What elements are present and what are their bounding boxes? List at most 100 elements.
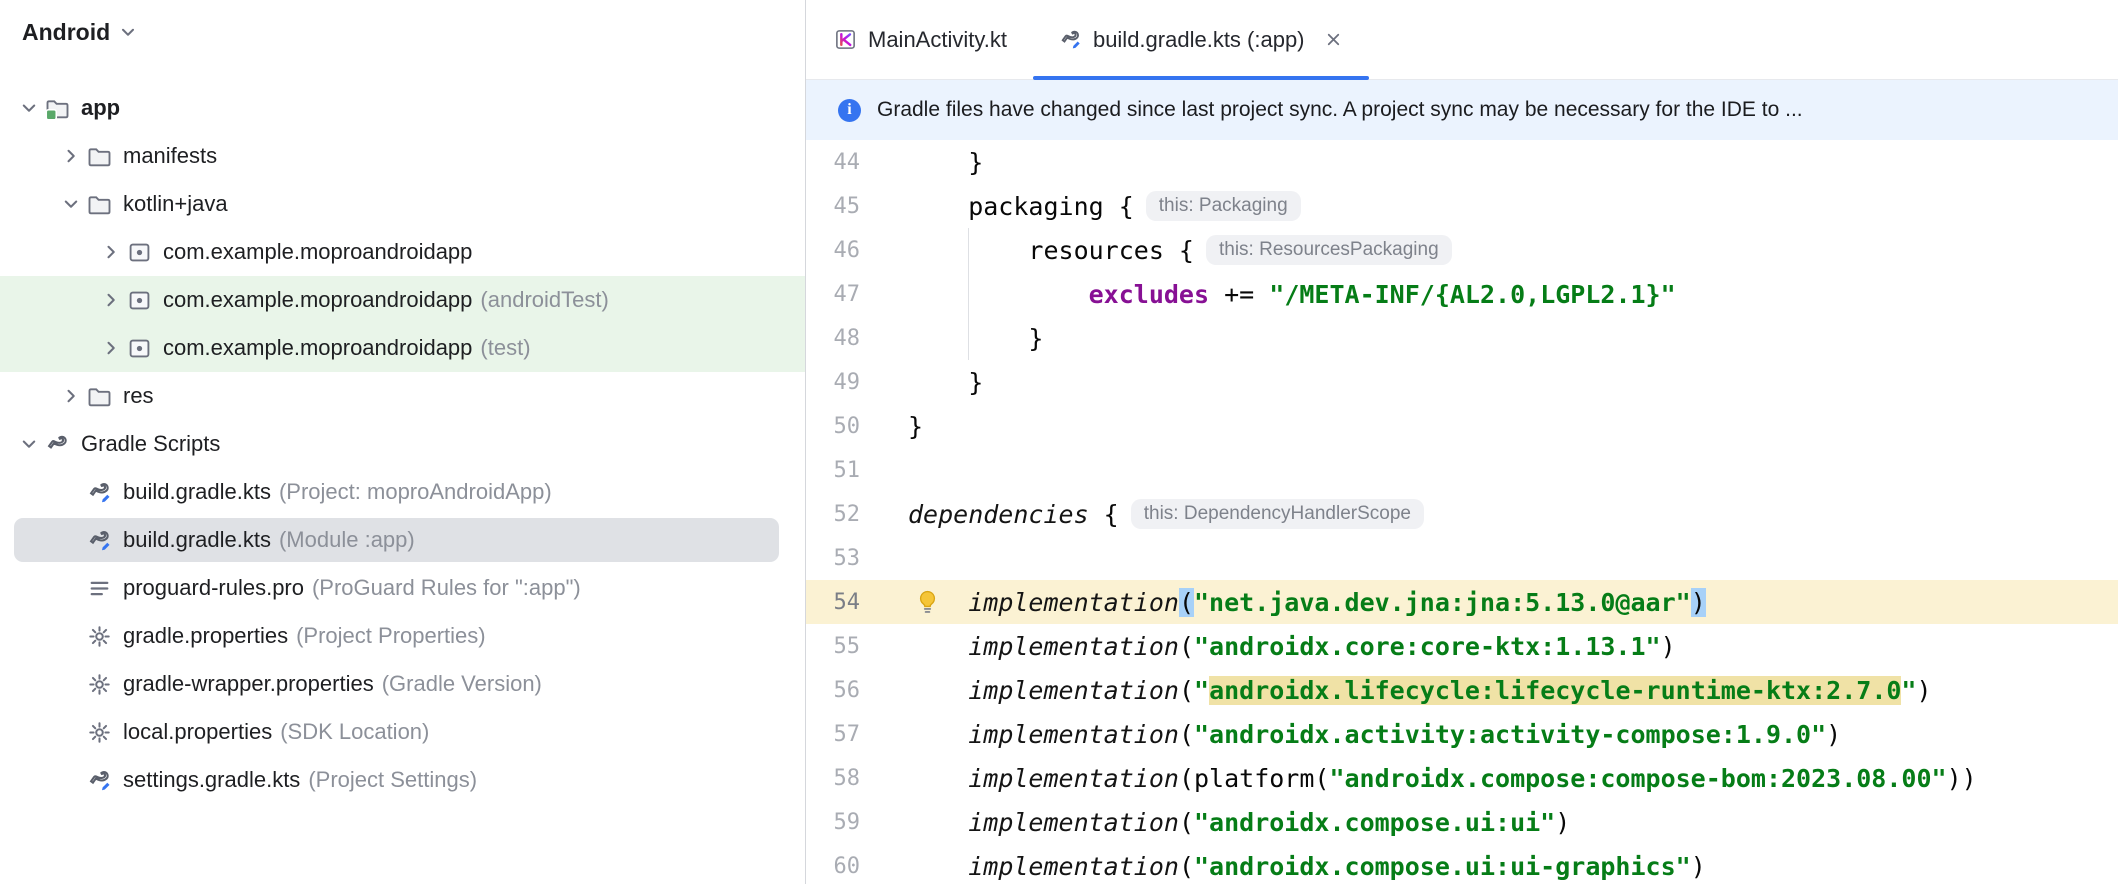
code-text: resources { — [908, 235, 1194, 265]
tree-item-manifests[interactable]: manifests — [0, 132, 805, 180]
package-icon — [126, 239, 153, 265]
line-number: 57 — [833, 721, 861, 747]
line-number: 55 — [833, 633, 861, 659]
tree-item-res[interactable]: res — [0, 372, 805, 420]
code-text: implementation(platform("androidx.compos… — [968, 763, 1977, 793]
code-line-59[interactable]: 59 implementation("androidx.compose.ui:u… — [806, 800, 2118, 844]
code-line-56[interactable]: 56 implementation("androidx.lifecycle:li… — [806, 668, 2118, 712]
tree-item-proguard-rules-pro-proguard-rules-for-app[interactable]: proguard-rules.pro(ProGuard Rules for ":… — [0, 564, 805, 612]
code-text: excludes += "/META-INF/{AL2.0,LGPL2.1}" — [1088, 279, 1676, 309]
tree-item-label: manifests — [123, 143, 218, 168]
chevron-down-icon[interactable] — [14, 96, 44, 120]
tab-mainactivity-kt[interactable]: MainActivity.kt — [808, 0, 1033, 79]
tree-item-com-example-moproandroidapp-androidtest[interactable]: com.example.moproandroidapp(androidTest) — [0, 276, 805, 324]
tree-item-settings-gradle-kts-project-settings[interactable]: settings.gradle.kts (Project Settings) — [0, 756, 805, 804]
chevron-right-icon[interactable] — [96, 240, 126, 264]
code-text: } — [908, 147, 984, 177]
tree-item-suffix: (Project Settings) — [308, 767, 478, 792]
line-number: 56 — [833, 677, 861, 703]
chevron-spacer — [56, 624, 86, 648]
tab-label: MainActivity.kt — [868, 26, 1007, 52]
tree-item-gradle-wrapper-properties-gradle-version[interactable]: gradle-wrapper.properties(Gradle Version… — [0, 660, 805, 708]
text-file-icon — [86, 575, 113, 601]
code-line-53[interactable]: 53 — [806, 536, 2118, 580]
tree-item-local-properties-sdk-location[interactable]: local.properties(SDK Location) — [0, 708, 805, 756]
tree-item-suffix: (test) — [480, 335, 531, 360]
package-icon — [126, 335, 153, 361]
chevron-spacer — [56, 720, 86, 744]
line-number: 54 — [833, 589, 861, 615]
tree-item-label: com.example.moproandroidapp — [163, 287, 473, 312]
tab-build-gradle-kts-app[interactable]: build.gradle.kts (:app) — [1032, 0, 1369, 80]
intention-bulb-icon[interactable] — [914, 589, 941, 616]
tree-item-build-gradle-kts-module-app[interactable]: build.gradle.kts(Module :app) — [0, 516, 805, 564]
indent-guide — [968, 228, 969, 360]
tree-item-gradle-properties-project-properties[interactable]: gradle.properties(Project Properties) — [0, 612, 805, 660]
code-text: implementation("androidx.lifecycle:lifec… — [968, 675, 1932, 705]
close-icon[interactable] — [1324, 30, 1343, 49]
gear-icon — [86, 671, 113, 697]
code-line-48[interactable]: 48 } — [806, 316, 2118, 360]
chevron-down-icon — [118, 22, 138, 42]
line-number: 51 — [833, 457, 861, 483]
line-number: 59 — [833, 809, 861, 835]
code-line-51[interactable]: 51 — [806, 448, 2118, 492]
tree-item-com-example-moproandroidapp[interactable]: com.example.moproandroidapp — [0, 228, 805, 276]
code-line-58[interactable]: 58 implementation(platform("androidx.com… — [806, 756, 2118, 800]
chevron-right-icon[interactable] — [56, 384, 86, 408]
chevron-spacer — [56, 528, 86, 552]
code-text: packaging { — [908, 191, 1134, 221]
code-line-60[interactable]: 60 implementation("androidx.compose.ui:u… — [806, 844, 2118, 884]
code-line-54[interactable]: 54 implementation("net.java.dev.jna:jna:… — [806, 580, 2118, 624]
code-line-44[interactable]: 44 } — [806, 140, 2118, 184]
tree-item-com-example-moproandroidapp-test[interactable]: com.example.moproandroidapp(test) — [0, 324, 805, 372]
gradle-file-icon — [1059, 28, 1082, 51]
tree-item-suffix: (SDK Location) — [280, 719, 430, 744]
chevron-right-icon[interactable] — [56, 144, 86, 168]
chevron-right-icon[interactable] — [96, 336, 126, 360]
chevron-down-icon[interactable] — [56, 192, 86, 216]
gradle-icon — [44, 431, 71, 457]
code-line-55[interactable]: 55 implementation("androidx.core:core-kt… — [806, 624, 2118, 668]
chevron-right-icon[interactable] — [96, 288, 126, 312]
code-line-49[interactable]: 49 } — [806, 360, 2118, 404]
line-number: 45 — [833, 193, 861, 219]
package-icon — [126, 287, 153, 313]
chevron-down-icon[interactable] — [14, 432, 44, 456]
gradle-file-icon — [86, 527, 113, 553]
line-number: 58 — [833, 765, 861, 791]
tree-item-label: Gradle Scripts — [81, 431, 221, 456]
tree-item-build-gradle-kts-project-moproandroidapp[interactable]: build.gradle.kts(Project: moproAndroidAp… — [0, 468, 805, 516]
folder-icon — [86, 191, 113, 217]
code-line-57[interactable]: 57 implementation("androidx.activity:act… — [806, 712, 2118, 756]
folder-app-icon — [44, 95, 71, 121]
info-icon — [838, 98, 861, 122]
folder-icon — [86, 383, 113, 409]
inlay-hint: this: DependencyHandlerScope — [1130, 499, 1424, 529]
project-view-selector[interactable]: Android — [0, 0, 805, 64]
code-line-45[interactable]: 45 packaging {this: Packaging — [806, 184, 2118, 228]
kotlin-file-icon — [834, 28, 857, 51]
tree-item-label: settings.gradle.kts — [123, 767, 301, 792]
tree-item-label: kotlin+java — [123, 191, 228, 216]
tree-item-label: gradle-wrapper.properties — [123, 671, 374, 696]
inlay-hint: this: ResourcesPackaging — [1205, 235, 1452, 265]
tree-item-suffix: (Project: moproAndroidApp) — [278, 479, 552, 504]
chevron-spacer — [56, 576, 86, 600]
tree-item-label: app — [81, 95, 121, 120]
code-line-46[interactable]: 46 resources {this: ResourcesPackaging — [806, 228, 2118, 272]
tree-item-app[interactable]: app — [0, 84, 805, 132]
line-number: 50 — [833, 413, 861, 439]
project-view-label: Android — [22, 18, 111, 45]
gear-icon — [86, 719, 113, 745]
code-text: implementation("androidx.compose.ui:ui") — [968, 807, 1571, 837]
code-text: } — [908, 411, 924, 441]
tree-item-kotlin-java[interactable]: kotlin+java — [0, 180, 805, 228]
code-line-50[interactable]: 50} — [806, 404, 2118, 448]
tree-item-gradle-scripts[interactable]: Gradle Scripts — [0, 420, 805, 468]
code-line-47[interactable]: 47 excludes += "/META-INF/{AL2.0,LGPL2.1… — [806, 272, 2118, 316]
chevron-spacer — [56, 480, 86, 504]
